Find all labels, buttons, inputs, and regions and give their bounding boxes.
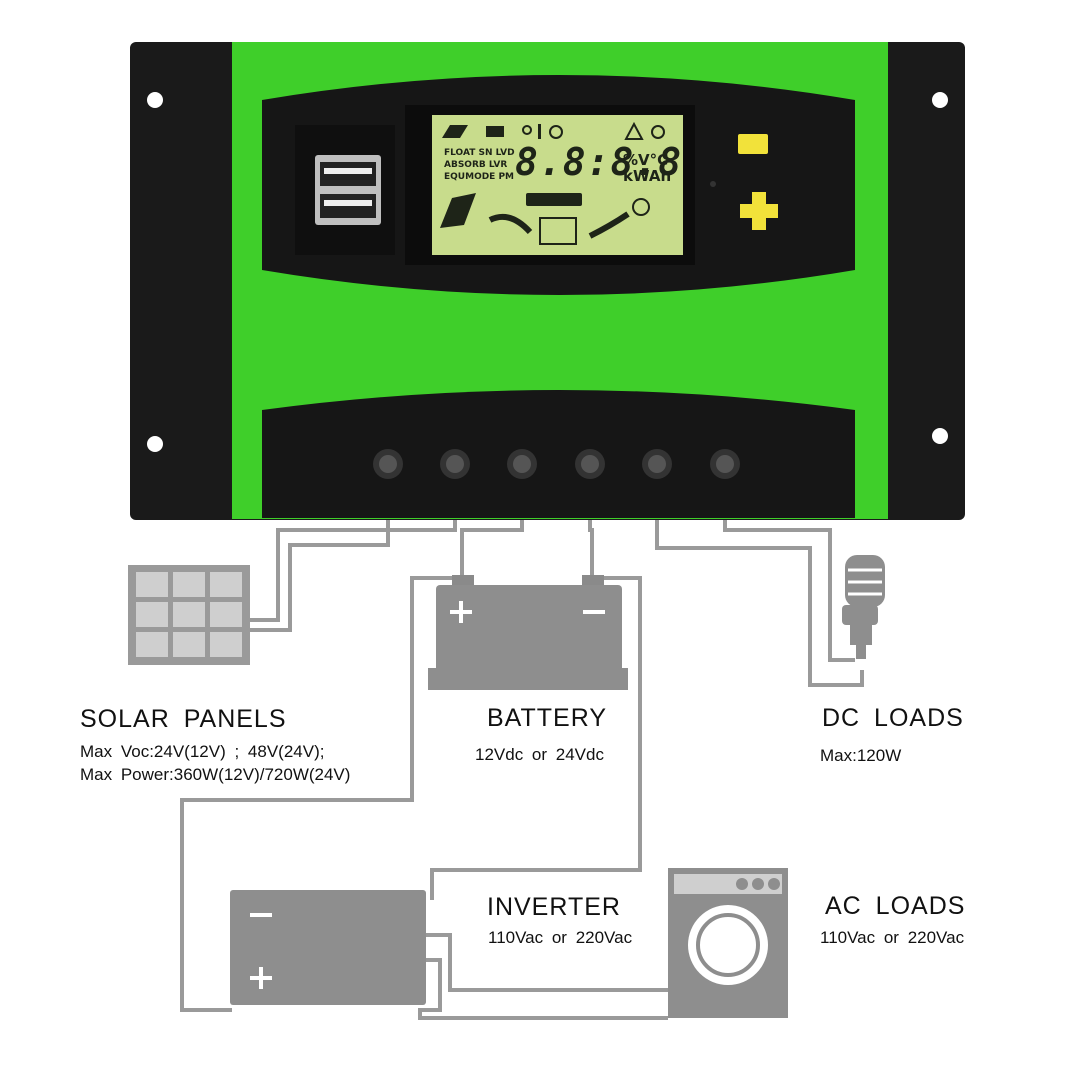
arrow-icon	[588, 211, 630, 239]
battery-level-icon	[526, 193, 582, 206]
arrow-icon	[488, 214, 533, 235]
terminal-block	[373, 449, 740, 479]
inverter-title: INVERTER	[487, 893, 621, 921]
panel-icon	[440, 193, 476, 228]
lower-bezel	[262, 390, 855, 518]
dc-loads-spec: Max:120W	[820, 746, 902, 765]
washing-machine-icon	[668, 868, 788, 1018]
solar-icon	[442, 125, 468, 138]
solar-panel-icon	[128, 565, 250, 665]
solar-panels-voc: Max Voc:24V(12V) ; 48V(24V);	[80, 742, 325, 761]
mount-hole	[932, 92, 948, 108]
set-button[interactable]	[740, 192, 778, 230]
lcd-mode-line: FLOAT SN LVD	[444, 148, 515, 158]
lcd-mode-line: EQUMODE PM	[444, 172, 515, 182]
inverter-spec: 110Vac or 220Vac	[488, 928, 633, 947]
battery-icon	[428, 575, 628, 690]
indicator-led	[710, 181, 716, 187]
bulb-icon	[522, 125, 532, 135]
lcd-screen	[432, 115, 683, 255]
mount-hole	[147, 436, 163, 452]
cfl-bulb-icon	[842, 555, 885, 659]
solar-panels-power: Max Power:360W(12V)/720W(24V)	[80, 765, 351, 784]
lcd-units-bottom: kWAh	[623, 167, 672, 185]
load-bulb-icon	[632, 198, 650, 216]
settings-icon	[651, 125, 665, 139]
dc-loads-title: DC LOADS	[822, 704, 964, 732]
solar-panels-title: SOLAR PANELS	[80, 705, 287, 733]
timer-icon	[549, 125, 563, 139]
battery-icon	[539, 217, 577, 245]
menu-button[interactable]	[738, 134, 768, 154]
mount-hole	[147, 92, 163, 108]
lcd-units-top: %V°C	[623, 151, 669, 169]
thermometer-icon	[538, 124, 541, 139]
charge-controller	[130, 42, 965, 520]
lcd-digits: 8.8:8.8	[515, 140, 683, 184]
wires	[180, 510, 864, 1020]
lcd-icons	[440, 121, 665, 245]
battery-spec: 12Vdc or 24Vdc	[475, 745, 604, 764]
lcd-mode-line: ABSORB LVR	[444, 160, 508, 170]
ac-loads-title: AC LOADS	[825, 892, 966, 920]
battery-title: BATTERY	[487, 704, 607, 732]
inverter-icon	[230, 890, 426, 1005]
usb-ports-icon	[315, 155, 381, 225]
battery-icon	[486, 126, 504, 137]
ac-loads-spec: 110Vac or 220Vac	[820, 928, 965, 947]
warning-icon	[624, 121, 644, 140]
mount-hole	[932, 428, 948, 444]
